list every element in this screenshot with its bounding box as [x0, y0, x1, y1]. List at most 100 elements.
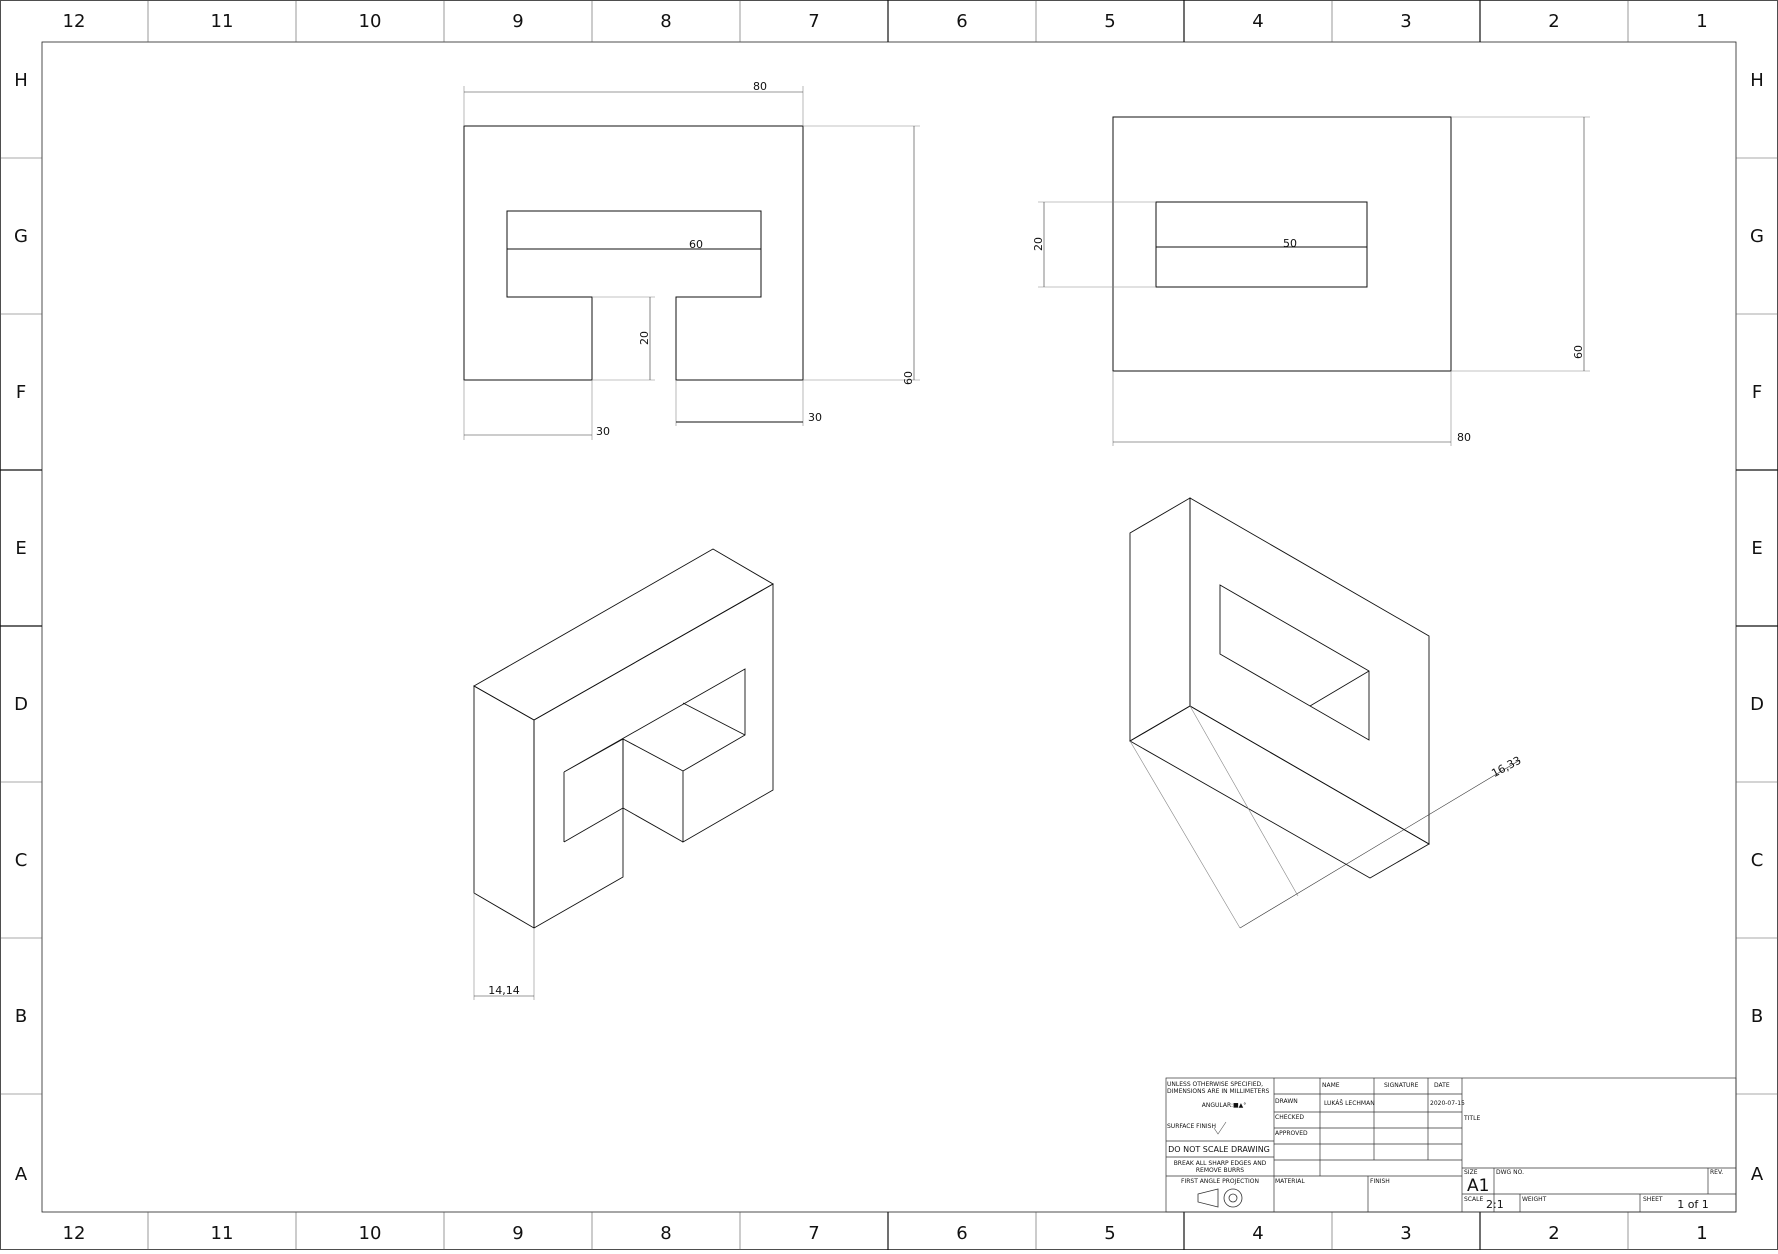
first-angle-projection-symbol — [1197, 1188, 1243, 1208]
row-label-left: E — [15, 538, 26, 559]
column-label-bottom: 3 — [1400, 1223, 1411, 1244]
column-label-bottom: 12 — [63, 1223, 86, 1244]
zone-labels: 12 11 10 9 8 7 6 5 4 3 2 1 12 11 10 9 8 … — [14, 11, 1764, 1244]
dim-front-height: 60 — [902, 371, 915, 385]
column-label-bottom: 9 — [512, 1223, 523, 1244]
row-label-left: G — [14, 226, 28, 247]
row-label-right: F — [1752, 382, 1762, 403]
tb-remove-burrs: REMOVE BURRS — [1196, 1167, 1244, 1174]
iso-left-slot-edge — [622, 807, 684, 843]
row-label-left: B — [15, 1006, 27, 1027]
isometric-view-left — [473, 548, 774, 1000]
tb-row-approved: APPROVED — [1275, 1130, 1308, 1137]
iso-right-bottom-face — [1129, 705, 1430, 879]
column-label-top: 7 — [808, 11, 819, 32]
side-view-slot — [1155, 201, 1368, 288]
column-label-bottom: 6 — [956, 1223, 967, 1244]
tb-col-signature: SIGNATURE — [1384, 1082, 1419, 1089]
row-label-right: E — [1751, 538, 1762, 559]
tb-sheet-value: 1 of 1 — [1677, 1198, 1709, 1211]
tb-row-checked: CHECKED — [1275, 1114, 1304, 1121]
tb-sheet-label: SHEET — [1643, 1196, 1663, 1203]
tb-col-name: NAME — [1322, 1082, 1340, 1089]
tb-scale-label: SCALE — [1464, 1196, 1483, 1203]
row-label-right: D — [1750, 694, 1764, 715]
row-label-right: G — [1750, 226, 1764, 247]
iso-right-side-face — [1129, 497, 1191, 742]
dim-side-slot-width: 50 — [1283, 237, 1297, 250]
tb-drawn-date: 2020-07-15 — [1430, 1100, 1465, 1107]
front-view: 80 60 20 60 30 30 — [463, 80, 920, 440]
dim-front-width: 80 — [753, 80, 767, 93]
tb-title-label: TITLE — [1463, 1115, 1480, 1122]
front-view-outline — [463, 125, 804, 381]
iso-left-slot-edge — [682, 702, 746, 736]
tb-break-edges: BREAK ALL SHARP EDGES AND — [1174, 1160, 1267, 1167]
surface-finish-icon — [1213, 1121, 1227, 1135]
side-view-outline — [1112, 116, 1452, 372]
row-label-right: C — [1751, 850, 1764, 871]
iso-left-slot-edge — [563, 807, 624, 843]
column-label-top: 6 — [956, 11, 967, 32]
tb-size-label: SIZE — [1464, 1169, 1478, 1176]
dim-iso-left: 14,14 — [488, 984, 520, 997]
tb-finish: FINISH — [1370, 1178, 1390, 1185]
dim-front-left-leg: 30 — [596, 425, 610, 438]
dim-side-height: 60 — [1572, 345, 1585, 359]
tb-row-drawn: DRAWN — [1275, 1098, 1298, 1105]
column-label-top: 3 — [1400, 11, 1411, 32]
row-label-left: F — [16, 382, 26, 403]
dim-side-width: 80 — [1457, 431, 1471, 444]
row-label-left: H — [14, 70, 28, 91]
row-label-left: C — [15, 850, 28, 871]
tb-col-date: DATE — [1434, 1082, 1450, 1089]
tb-drawn-name: LUKÁŠ LECHMAN — [1324, 1100, 1375, 1107]
tb-dwg-no: DWG NO. — [1496, 1169, 1524, 1176]
tb-angular: ANGULAR:■▲° — [1202, 1102, 1247, 1109]
title-block-grid — [1165, 1077, 1737, 1213]
dim-front-slot-width: 60 — [689, 238, 703, 251]
column-label-top: 10 — [359, 11, 382, 32]
iso-right-slot — [1219, 584, 1370, 741]
column-label-top: 12 — [63, 11, 86, 32]
dim-side-slot-height: 20 — [1032, 237, 1045, 251]
tb-scale-value: 2:1 — [1486, 1198, 1504, 1211]
iso-right-front-face — [1189, 497, 1430, 845]
iso-left-top-face — [473, 548, 774, 721]
column-label-top: 11 — [211, 11, 234, 32]
tb-dimensions-note: DIMENSIONS ARE IN MILLIMETERS — [1167, 1088, 1269, 1095]
iso-right-slot-edge — [1309, 670, 1370, 707]
column-label-bottom: 8 — [660, 1223, 671, 1244]
column-label-bottom: 7 — [808, 1223, 819, 1244]
dim-front-right-leg: 30 — [808, 411, 822, 424]
tb-size-value: A1 — [1467, 1176, 1489, 1196]
column-label-top: 5 — [1104, 11, 1115, 32]
front-view-dimensions — [463, 86, 920, 440]
column-label-top: 1 — [1696, 11, 1707, 32]
isometric-view-right — [1129, 497, 1521, 929]
column-label-bottom: 5 — [1104, 1223, 1115, 1244]
iso-left-stem-edge — [622, 738, 684, 772]
row-label-left: D — [14, 694, 28, 715]
column-label-bottom: 4 — [1252, 1223, 1263, 1244]
iso-right-dimension-lines — [1129, 705, 1521, 929]
tb-material: MATERIAL — [1275, 1178, 1305, 1185]
dim-iso-right: 16,33 — [1489, 754, 1523, 780]
iso-left-side-face — [473, 685, 535, 929]
side-view-dimension-labels: 20 50 60 80 — [1032, 237, 1585, 444]
front-view-dimension-labels: 80 60 20 60 30 30 — [596, 80, 915, 438]
tb-rev: REV. — [1710, 1169, 1723, 1176]
iso-left-dimension-lines — [473, 893, 535, 1000]
tb-surface-finish: SURFACE FINISH — [1167, 1123, 1216, 1130]
column-label-top: 4 — [1252, 11, 1263, 32]
column-label-top: 2 — [1548, 11, 1559, 32]
dim-front-stem-height: 20 — [638, 331, 651, 345]
tb-unless-note: UNLESS OTHERWISE SPECIFIED, — [1167, 1081, 1263, 1088]
column-label-bottom: 11 — [211, 1223, 234, 1244]
side-view: 20 50 60 80 — [1032, 116, 1590, 446]
inner-border — [41, 41, 1737, 1213]
column-label-top: 9 — [512, 11, 523, 32]
